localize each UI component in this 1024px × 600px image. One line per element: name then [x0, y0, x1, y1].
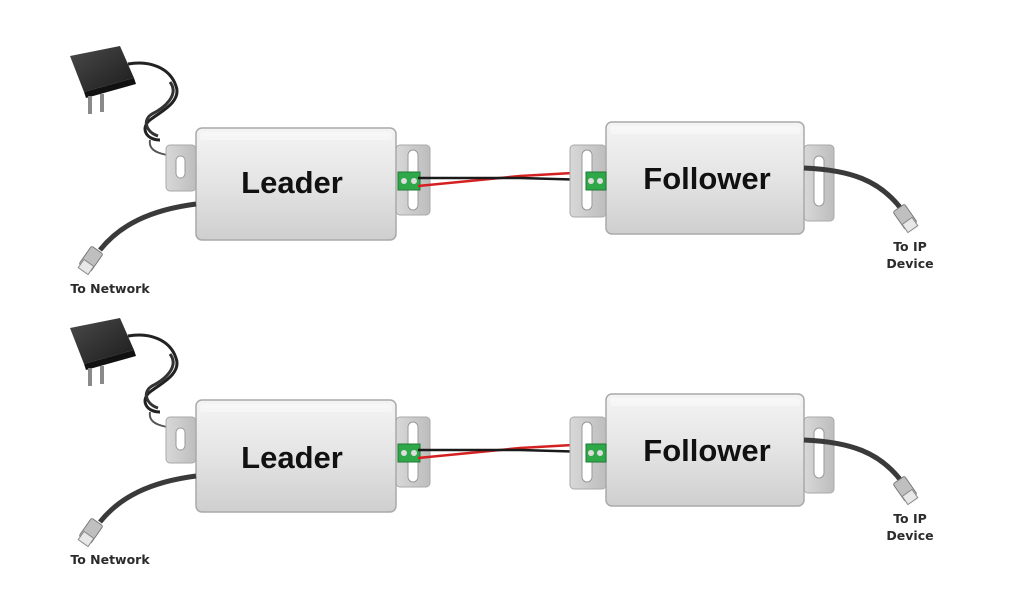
to-ip-label: To IP	[893, 511, 927, 526]
extender-pair-2: Leader Follower To Network To IP Device	[70, 318, 934, 567]
to-network-label: To Network	[70, 552, 150, 567]
to-network-label: To Network	[70, 281, 150, 296]
to-ip-label: To IP	[893, 239, 927, 254]
leader-label: Leader	[241, 440, 343, 475]
follower-label: Follower	[643, 433, 770, 468]
leader-label: Leader	[241, 165, 343, 200]
follower-label: Follower	[643, 161, 770, 196]
extender-pair-1: Leader Follower To Network To IP Device	[70, 46, 934, 296]
device-label: Device	[886, 528, 933, 543]
device-label: Device	[886, 256, 933, 271]
